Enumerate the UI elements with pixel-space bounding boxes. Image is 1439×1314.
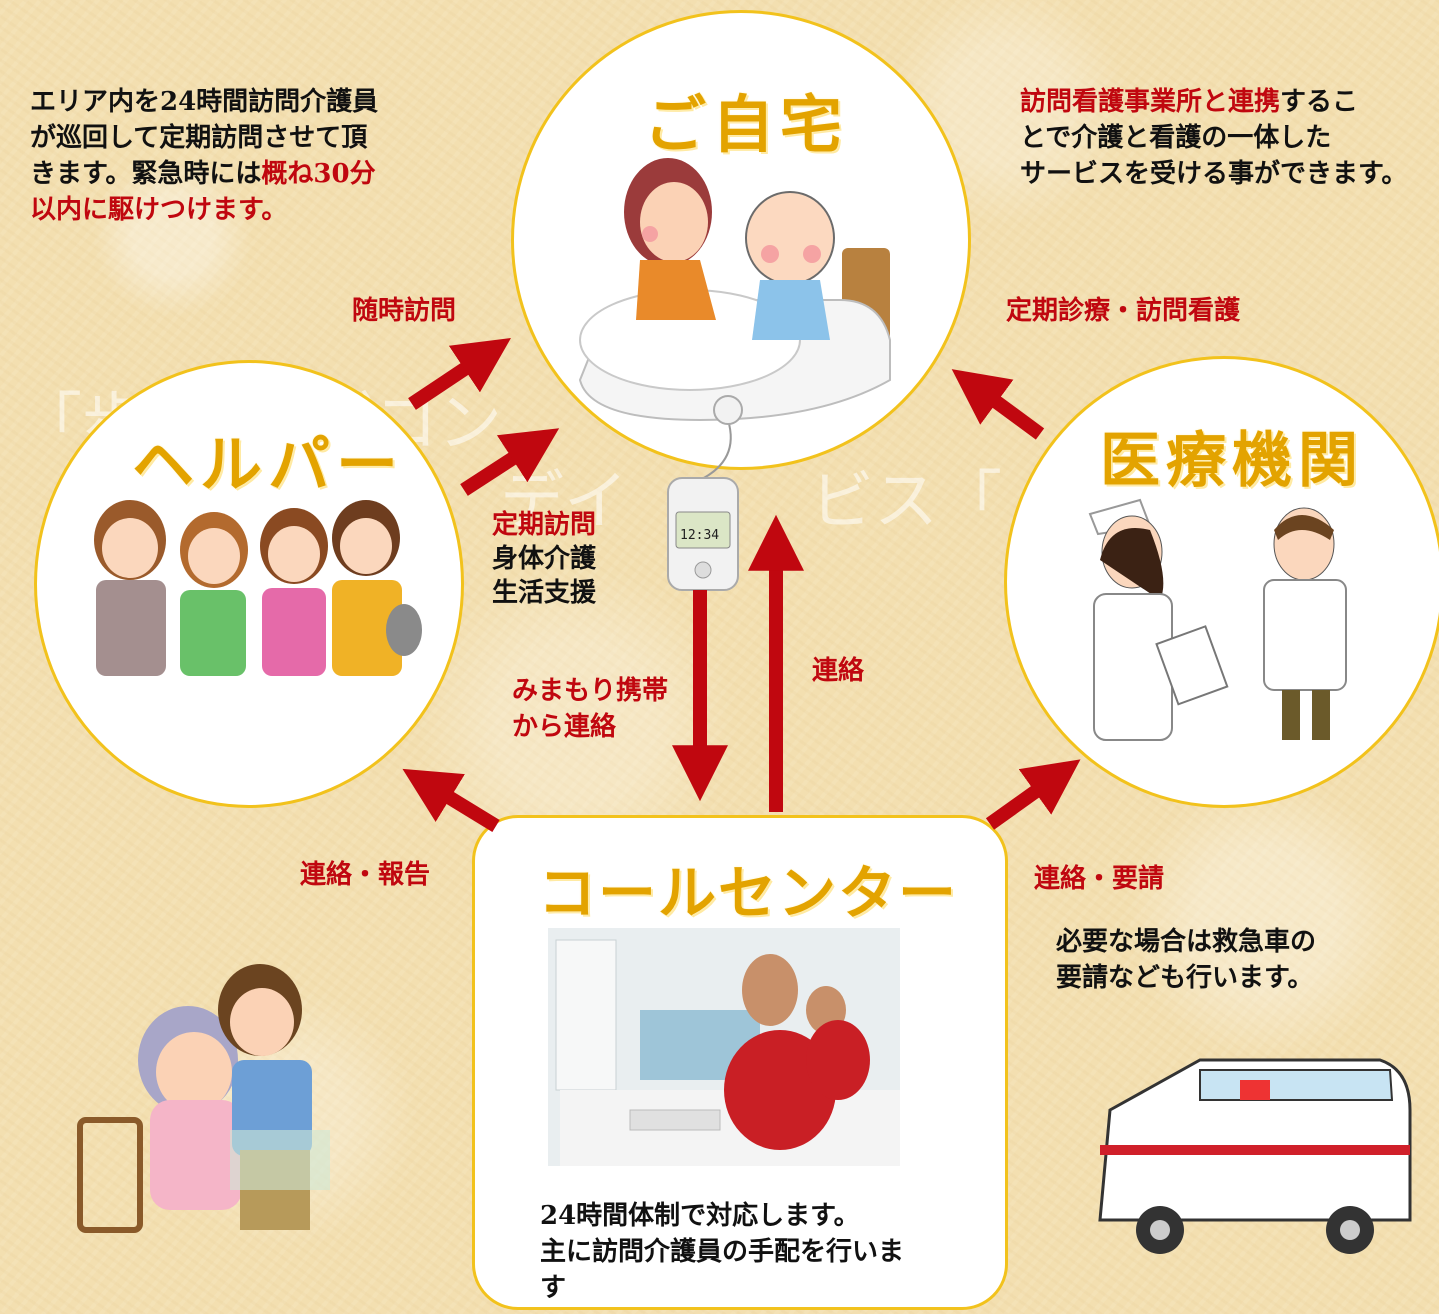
callcenter-desc-1: 24時間体制で対応します。 <box>540 1201 860 1231</box>
label-life-support: 生活支援 <box>492 578 597 608</box>
label-mimamori-2: から連絡 <box>512 712 617 742</box>
home-care-illustration <box>578 158 891 422</box>
note-left-1: エリア内を24時間訪問介護員 <box>30 87 379 117</box>
label-scheduled-visit: 定期訪問 <box>492 510 597 540</box>
note-left-4: 以内に駆けつけます。 <box>30 195 288 225</box>
helper-title: ヘルパー <box>132 428 405 501</box>
label-contact-report: 連絡・報告 <box>300 860 431 890</box>
label-adhoc-visit: 随時訪問 <box>352 296 457 326</box>
label-scheduled-medical: 定期診療・訪問看護 <box>1006 296 1241 326</box>
medical-circle <box>1004 356 1439 808</box>
arrow-medical-to-home <box>951 369 1045 440</box>
home-title: ご自宅 <box>644 88 849 161</box>
arrow-scheduled-visit <box>460 428 560 496</box>
note-left-3-black: きます。緊急時には <box>30 159 262 189</box>
note-left-2: が巡回して定期訪問させて頂 <box>30 123 368 153</box>
note-right-1: 訪問看護事業所と連携するこ <box>1020 84 1358 120</box>
note-right-2: とで介護と看護の一体した <box>1020 123 1332 153</box>
note-ambulance-2: 要請なども行います。 <box>1056 963 1314 993</box>
label-contact-request: 連絡・要請 <box>1034 864 1165 894</box>
note-right-1-black: するこ <box>1280 87 1359 117</box>
note-ambulance-1: 必要な場合は救急車の <box>1056 927 1317 957</box>
device-time: 12:34 <box>680 528 720 543</box>
nurse-doctor-illustration <box>1088 498 1347 741</box>
label-contact: 連絡 <box>812 656 865 686</box>
arrow-callcenter-to-medical <box>985 759 1081 830</box>
medical-title: 医療機関 <box>1100 426 1364 496</box>
call-center-photo <box>548 928 900 1166</box>
label-body-care: 身体介護 <box>492 544 597 574</box>
note-right-1-red: 訪問看護事業所と連携 <box>1020 87 1281 117</box>
arrow-adhoc-visit <box>408 338 511 410</box>
ambulance-illustration <box>1098 1058 1412 1254</box>
watermark-4: ビス「 <box>810 465 1002 539</box>
callcenter-title: コールセンター <box>538 859 959 927</box>
callcenter-desc-2: 主に訪問介護員の手配を行いま <box>540 1237 905 1267</box>
caregiver-illustration <box>77 964 330 1233</box>
note-left-3-red: 概ね30分 <box>261 159 376 189</box>
note-right-3: サービスを受ける事ができます。 <box>1020 159 1408 189</box>
watch-phone-device <box>667 395 743 591</box>
arrow-callcenter-to-helper <box>402 768 500 832</box>
callcenter-desc-3: す <box>540 1273 567 1303</box>
note-left-3: きます。緊急時には概ね30分 <box>30 156 376 192</box>
helpers-illustration <box>94 500 422 676</box>
label-mimamori-1: みまもり携帯 <box>512 676 669 706</box>
